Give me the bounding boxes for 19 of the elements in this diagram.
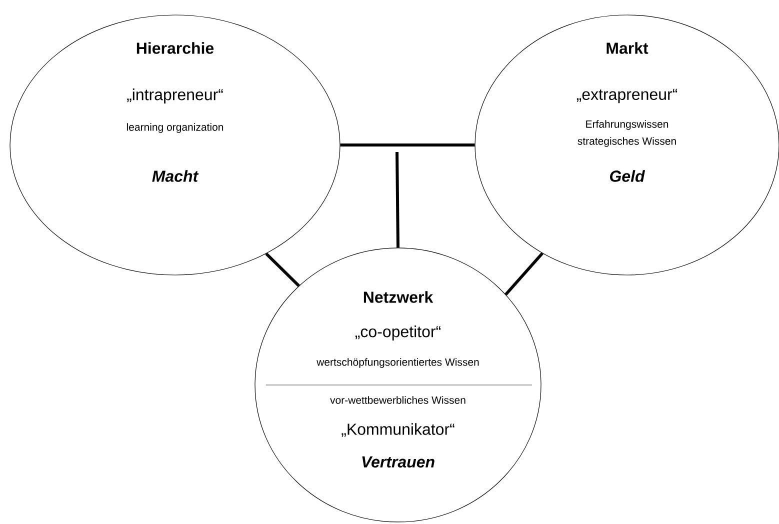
role-label: „extrapreneur“ (576, 88, 678, 104)
keyword: Macht (152, 170, 199, 182)
role-label: „co-opetitor“ (355, 326, 441, 340)
knowledge-text: learning organization (126, 123, 224, 133)
connector-line (396, 152, 400, 248)
heading: Markt (606, 42, 648, 54)
connector-line (265, 252, 300, 287)
knowledge-text: Erfahrungswissen (586, 120, 668, 130)
role-label: „intrapreneur“ (127, 88, 223, 104)
keyword: Vertrauen (362, 456, 434, 468)
heading: Hierarchie (136, 42, 214, 54)
knowledge-text: wertschöpfungsorientiertes Wissen (316, 358, 479, 368)
knowledge-text: vor-wettbewerbliches Wissen (330, 396, 466, 404)
role-label: „Kommunikator“ (342, 423, 454, 437)
connector-line (504, 252, 544, 296)
connector-line (340, 143, 475, 146)
keyword: Geld (610, 170, 646, 182)
heading: Netzwerk (364, 291, 434, 303)
knowledge-text: strategisches Wissen (578, 137, 676, 147)
